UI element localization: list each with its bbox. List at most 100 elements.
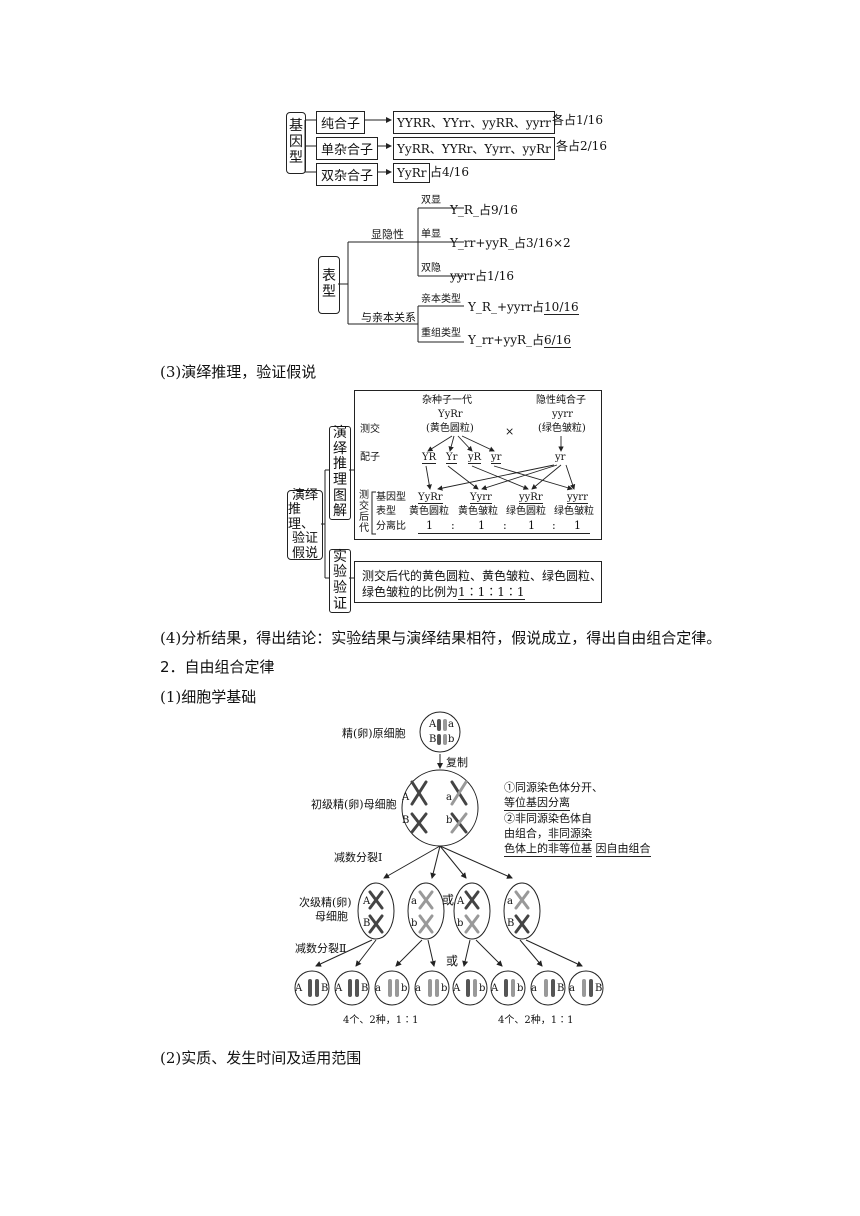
note-line: 等位基因分离 <box>504 796 570 811</box>
hybrid-phenotype: (黄色圆粒) <box>426 423 474 434</box>
allele-label: B <box>402 815 410 826</box>
allele-label: b <box>441 983 448 994</box>
offspring-label-char: 代 <box>359 523 369 534</box>
deduction-root-line: 验证 <box>291 531 318 547</box>
deduction-root-line: 假说 <box>291 545 318 561</box>
genotype-label-double-hetero: 双杂合子 <box>316 163 379 186</box>
section3-heading: (3)演绎推理，验证假说 <box>160 363 317 381</box>
note-line: ①同源染色体分开、 <box>504 781 603 794</box>
experiment-box <box>354 561 602 603</box>
phenotype-recombinant-value: Y_rr+yyR_占 <box>468 333 545 347</box>
hybrid-genotype: YyRr <box>438 409 463 420</box>
cell-division-diagram <box>294 711 604 1006</box>
illustration-label-char: 图 <box>333 487 347 504</box>
gamete: yR <box>468 452 482 464</box>
offspring-phenotype: 绿色圆粒 <box>506 506 546 517</box>
phenotype-root-char: 型 <box>322 284 336 300</box>
phenotype-dominance-label: 显隐性 <box>371 228 404 241</box>
paragraph-4: (4)分析结果，得出结论：实验结果与演绎结果相符，假说成立，得出自由组合定律。 <box>160 629 722 647</box>
experiment-label-char: 证 <box>333 595 347 612</box>
allele-label: B <box>595 983 603 994</box>
section-title: 2．自由组合定律 <box>160 658 275 676</box>
hybrid-title: 杂种子一代 <box>422 395 472 406</box>
genotype-value-double-hetero: YyRr <box>393 163 431 183</box>
offspring-genotype: yyRr <box>519 492 543 504</box>
genotype-root-char: 型 <box>289 149 303 166</box>
offspring-label: 测 交 后 代 <box>358 489 370 535</box>
offspring-phenotype: 绿色皱粒 <box>554 506 594 517</box>
genotype-value-single-hetero: YyRR、YYRr、Yyrr、yyRr <box>393 137 555 160</box>
offspring-label-char: 后 <box>359 512 369 523</box>
experiment-text-line1: 测交后代的黄色圆粒、黄色皱粒、绿色圆粒、 <box>362 569 603 583</box>
offspring-bracket <box>371 491 376 535</box>
gamete: Yr <box>446 452 458 464</box>
ratio-underline <box>418 533 590 534</box>
phenotype-recombinant-ratio: 6/16 <box>544 333 571 348</box>
phenotype-parental-value: Y_R_+yyrr占 <box>468 300 545 314</box>
allele-label: a <box>531 983 537 994</box>
allele-label: a <box>569 983 575 994</box>
allele-label: B <box>557 983 565 994</box>
allele-label: b <box>479 983 486 994</box>
experiment-label-char: 实 <box>333 548 347 565</box>
phenotype-root-box: 表 型 <box>318 256 340 314</box>
phenotype-item-label: 单显 <box>421 229 441 240</box>
recessive-genotype: yyrr <box>552 409 573 420</box>
result-right: 4个、2种，1∶1 <box>498 1015 574 1026</box>
note-fragment: 非同源染 <box>548 827 592 841</box>
cross-sign: × <box>505 425 515 438</box>
phenotype-item-value: Y_rr+yyR_占3/16×2 <box>450 236 571 250</box>
phenotype-item-label: 重组类型 <box>421 328 461 339</box>
allele-label: b <box>448 734 455 745</box>
illustration-label-char: 演 <box>333 424 347 441</box>
note-line: 色体上的非等位基 <box>504 842 592 857</box>
cell-diagram-note: ①同源染色体分开、 等位基因分离 ②非同源染色体自 由组合，非同源染 色体上的非… <box>504 780 651 857</box>
experiment-ratio: 1∶1∶1∶1 <box>458 585 525 600</box>
or-label: 或 <box>442 893 455 907</box>
allele-label: A <box>295 983 303 994</box>
ratio-row-label: 分离比 <box>376 521 406 532</box>
genotype-root-box: 基 因 型 <box>286 112 306 174</box>
phenotype-item-value: Y_R_+yyrr占10/16 <box>468 300 579 315</box>
experiment-text-line2: 绿色皱粒的比例为1∶1∶1∶1 <box>362 585 525 600</box>
gamete-label: 配子 <box>360 452 380 463</box>
note-fragment: 由组合， <box>504 827 548 840</box>
experiment-label-char: 验 <box>333 564 347 581</box>
offspring-genotype: Yyrr <box>470 492 492 504</box>
allele-label: B <box>361 983 369 994</box>
allele-label: A <box>491 983 499 994</box>
genotype-value-homozygous: YYRR、YYrr、yyRR、yyrr <box>393 111 555 134</box>
allele-label: A <box>402 792 410 803</box>
ratio-value: 1 <box>478 519 485 532</box>
genotype-root-char: 基 <box>289 118 303 135</box>
phenotype-parental-ratio: 10/16 <box>544 300 579 315</box>
allele-label: B <box>507 918 515 929</box>
recessive-gamete: yr <box>555 452 566 463</box>
allele-label: A <box>453 983 461 994</box>
or-label: 或 <box>446 954 459 968</box>
gamete-arrows <box>425 435 576 491</box>
meiosis-1-label: 减数分裂Ⅰ <box>334 851 383 864</box>
deduction-root-box: 演绎 推理、 验证 假说 <box>287 488 323 561</box>
recessive-title: 隐性纯合子 <box>536 395 586 406</box>
deduction-root-line: 推理、 <box>288 502 315 532</box>
phenotype-item-value: Y_rr+yyR_占6/16 <box>468 333 571 348</box>
allele-label: a <box>448 719 454 730</box>
illustration-label-box: 演 绎 推 理 图 解 <box>329 424 351 520</box>
allele-label: b <box>446 815 453 826</box>
allele-label: A <box>457 896 465 907</box>
phenotype-row-label: 表型 <box>376 506 396 517</box>
secondary-cell-label: 次级精(卵) <box>299 896 352 909</box>
experiment-label-char: 验 <box>333 580 347 596</box>
gamete-yr-big: YR <box>422 452 437 464</box>
offspring-label-char: 交 <box>359 501 369 512</box>
ratio-value: 1 <box>574 519 581 532</box>
note-line: 因自由组合 <box>595 842 651 857</box>
allele-label: b <box>457 918 464 929</box>
ratio-value: 1 <box>528 519 535 532</box>
allele-label: B <box>363 918 371 929</box>
ratio-colon: : <box>503 519 507 532</box>
genotype-root-char: 因 <box>289 134 303 151</box>
phenotype-item-label: 双隐 <box>421 263 441 274</box>
note-line: 由组合，非同源染 <box>504 826 651 841</box>
